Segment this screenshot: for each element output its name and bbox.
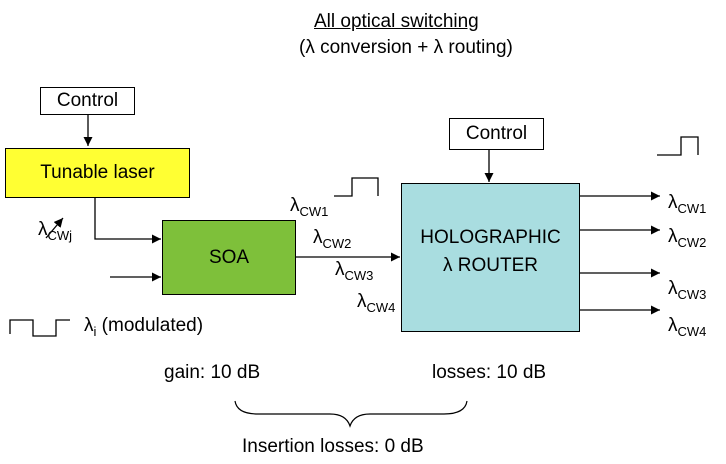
mid-lambda-cw3: λCW3 bbox=[335, 259, 374, 283]
out-lambda-cw3: λCW3 bbox=[668, 278, 707, 302]
soa-label: SOA bbox=[208, 246, 250, 268]
insertion-losses-label: Insertion losses: 0 dB bbox=[242, 436, 424, 457]
router-label-line2: λ ROUTER bbox=[443, 254, 538, 276]
holographic-router-box: HOLOGRAPHIC λ ROUTER bbox=[401, 183, 580, 332]
pulse-input bbox=[9, 319, 70, 337]
soa-box: SOA bbox=[162, 220, 296, 295]
lambda-cwj-label: λCWj bbox=[38, 219, 73, 243]
out-lambda-cw1: λCW1 bbox=[668, 192, 707, 216]
router-label-line1: HOLOGRAPHIC bbox=[420, 226, 561, 248]
mid-lambda-cw1: λCW1 bbox=[290, 195, 329, 219]
control-left-label: Control bbox=[56, 90, 119, 111]
pulse-output bbox=[657, 136, 699, 156]
mid-lambda-cw4: λCW4 bbox=[357, 291, 396, 315]
tunable-indicator-arrow bbox=[45, 217, 64, 239]
control-box-right: Control bbox=[449, 118, 544, 150]
mid-lambda-cw2: λCW2 bbox=[313, 227, 352, 251]
diagram-subtitle: (λ conversion + λ routing) bbox=[299, 37, 513, 58]
losses-label: losses: 10 dB bbox=[432, 362, 547, 383]
tunable-laser-box: Tunable laser bbox=[5, 148, 190, 198]
insertion-brace bbox=[234, 400, 468, 428]
lambda-i-label: λi (modulated) bbox=[84, 315, 204, 339]
arrow-laser-to-soa bbox=[94, 198, 161, 244]
out-lambda-cw2: λCW2 bbox=[668, 226, 707, 250]
tunable-laser-label: Tunable laser bbox=[40, 162, 155, 183]
control-right-label: Control bbox=[465, 123, 528, 144]
control-box-left: Control bbox=[40, 87, 135, 115]
pulse-middle bbox=[334, 177, 379, 197]
diagram-title: All optical switching bbox=[314, 11, 479, 32]
gain-label: gain: 10 dB bbox=[164, 362, 261, 383]
out-lambda-cw4: λCW4 bbox=[668, 315, 707, 339]
